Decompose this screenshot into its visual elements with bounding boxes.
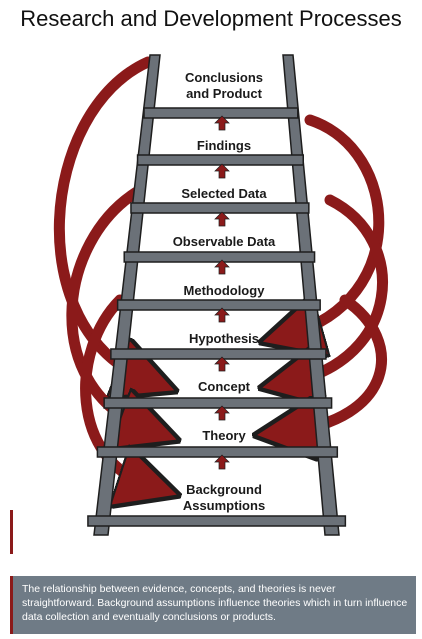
step-label: Observable Data: [173, 234, 276, 249]
caption-box: The relationship between evidence, conce…: [10, 576, 416, 634]
up-arrow-icon: [214, 356, 230, 372]
arrow-right-to-concept: [290, 194, 388, 382]
up-arrow-icon: [214, 405, 230, 421]
ladder-rung: [110, 348, 327, 360]
up-arrow-icon: [214, 259, 230, 275]
step-label: Findings: [197, 138, 251, 153]
ladder-rung: [136, 154, 304, 166]
ladder-rails: [93, 54, 340, 536]
up-arrow-icon: [214, 211, 230, 227]
ladder-rung: [116, 299, 321, 311]
ladder-rung: [143, 107, 299, 119]
caption-accent-bar: [10, 510, 13, 554]
up-arrow-icon: [214, 163, 230, 179]
ladder-rung: [87, 515, 347, 527]
up-arrow-icon: [214, 307, 230, 323]
step-up-arrows: [214, 115, 230, 470]
left-rail: [93, 54, 161, 536]
ladder-rung: [123, 251, 316, 263]
step-label: Theory: [202, 428, 246, 443]
arrow-left-to-concept: [54, 56, 148, 380]
diagram-title: Research and Development Processes: [20, 6, 402, 31]
ladder-rungs: [87, 107, 347, 527]
right-rail: [282, 54, 340, 536]
step-label: Selected Data: [181, 186, 267, 201]
step-label: Methodology: [184, 283, 266, 298]
up-arrow-icon: [214, 115, 230, 131]
ladder-rung: [103, 397, 333, 409]
up-arrow-icon: [214, 454, 230, 470]
step-label: Hypothesis: [189, 331, 259, 346]
ladder-rung: [96, 446, 339, 458]
ladder-rung: [130, 202, 310, 214]
arrow-right-to-hypothesis: [290, 114, 385, 334]
arrow-left-to-background: [80, 294, 150, 486]
step-label: Concept: [198, 379, 251, 394]
